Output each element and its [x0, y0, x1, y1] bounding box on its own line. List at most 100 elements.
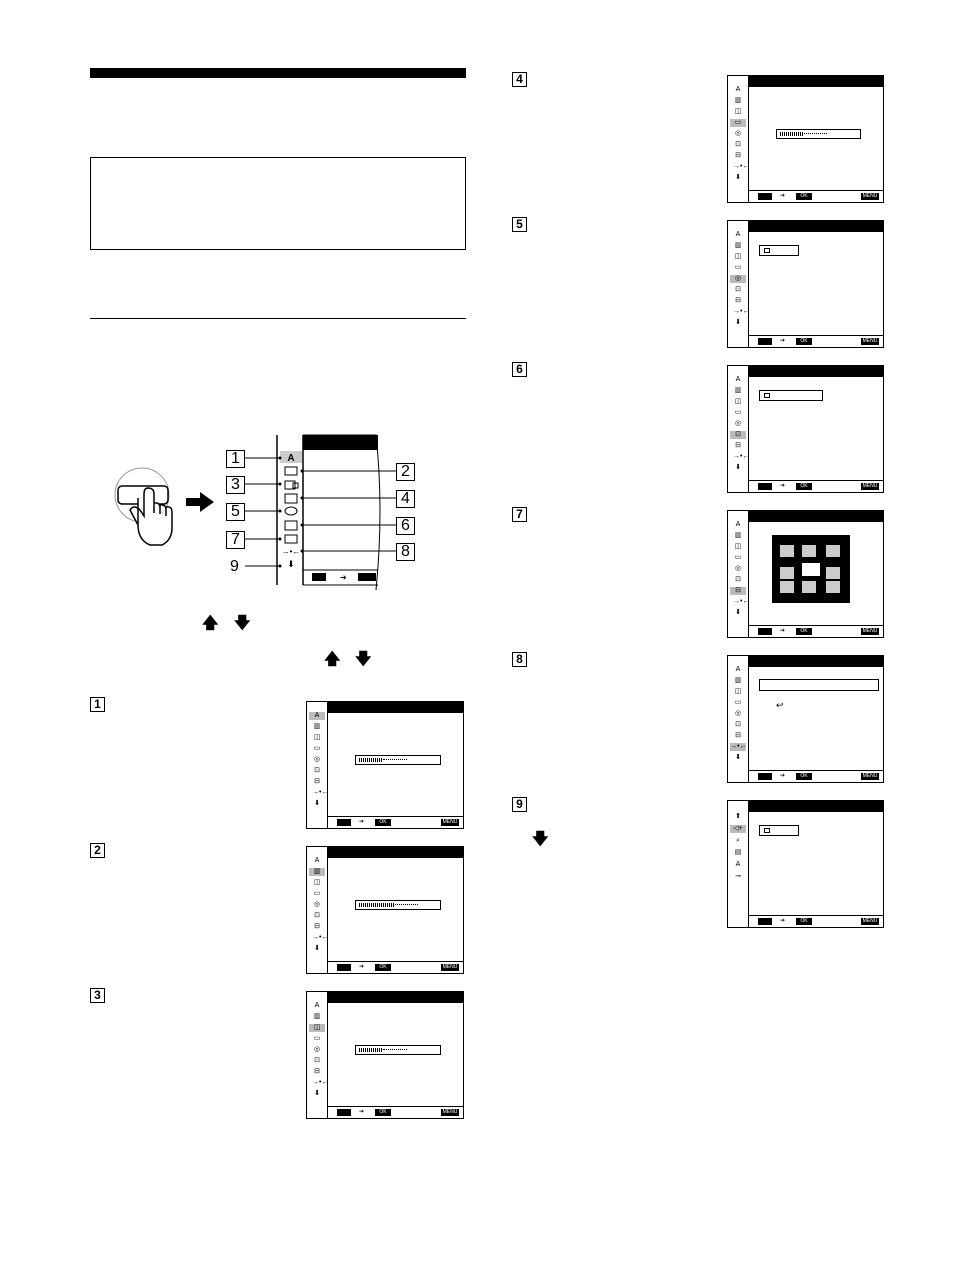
geometry-icon: ◎	[734, 710, 742, 717]
brightness-bars-icon: ▥	[313, 1013, 321, 1020]
input-icon: ⌕	[736, 837, 740, 844]
svg-text:⬇: ⬇	[287, 559, 295, 569]
picture-icon: A	[735, 231, 741, 238]
up-arrow-icon: 🡅	[324, 651, 341, 668]
down-arrow-icon: 🡇	[234, 615, 251, 632]
step-7: 7	[512, 507, 527, 522]
svg-text:➔: ➔	[340, 573, 347, 582]
menu-key: MENU	[861, 918, 879, 925]
arrow-icon: ➔	[780, 193, 786, 199]
lock-icon: ⊸	[735, 873, 741, 880]
reset-icon: →•←	[733, 308, 750, 315]
ok-key: OK	[375, 1109, 391, 1116]
geometry-icon: ◎	[313, 901, 321, 908]
size-icon: ◫	[734, 543, 742, 550]
adjust-level-bar	[776, 128, 861, 139]
menu-key: MENU	[861, 628, 879, 635]
picture-icon: A	[314, 857, 320, 864]
zoom-icon: ⊟	[314, 1068, 320, 1075]
callout-9: 9	[230, 558, 239, 575]
svg-text:→•←: →•←	[282, 547, 301, 556]
zoom-icon: ⊟	[735, 152, 741, 159]
picture-icon: A	[309, 712, 325, 720]
ok-key: OK	[375, 964, 391, 971]
step-4: 4	[512, 72, 527, 87]
arrow-icon: ➔	[359, 819, 365, 825]
nav-keys-icon	[758, 483, 772, 490]
geometry-icon: ◎	[734, 420, 742, 427]
geometry-icon: ◎	[734, 565, 742, 572]
convergence-icon: ⊡	[730, 431, 746, 439]
convergence-icon: ⊡	[735, 286, 741, 293]
arrow-icon: ➔	[359, 964, 365, 970]
arrow-icon: ➔	[780, 483, 786, 489]
callout-8: 8	[396, 543, 415, 561]
arrow-icon: ➔	[359, 1109, 365, 1115]
geometry-icon: ◎	[730, 275, 746, 283]
adjust-level-bar	[355, 754, 441, 765]
step-5: 5	[512, 217, 527, 232]
nav-keys-icon	[337, 1109, 351, 1116]
callout-5: 5	[226, 503, 245, 521]
header-rule	[90, 68, 466, 78]
ok-key: OK	[796, 628, 812, 635]
reset-icon: →•←	[730, 743, 747, 751]
next-page-icon: ⬇	[314, 800, 320, 807]
picture-icon: A	[735, 376, 741, 383]
sound-icon: ◁+	[730, 825, 746, 833]
ok-key: OK	[796, 338, 812, 345]
callout-3: 3	[226, 476, 245, 494]
svg-text:A: A	[287, 453, 294, 464]
zoom-icon: ⊟	[735, 297, 741, 304]
nav-keys-icon	[758, 193, 772, 200]
option-box	[759, 390, 823, 401]
ok-key: OK	[796, 773, 812, 780]
reset-icon: →•←	[312, 934, 329, 941]
geometry-icon: ◎	[313, 1046, 321, 1053]
center-icon: ▭	[734, 409, 742, 416]
next-page-icon: ⬇	[314, 945, 320, 952]
nav-keys-icon	[758, 338, 772, 345]
convergence-icon: ⊡	[314, 767, 320, 774]
picture-icon: A	[735, 86, 741, 93]
callout-7: 7	[226, 531, 245, 549]
step-3: 3	[90, 988, 105, 1003]
ok-key: OK	[796, 193, 812, 200]
next-page-icon: ⬇	[735, 754, 741, 761]
section-rule	[90, 318, 466, 319]
note-box	[90, 157, 466, 250]
brightness-bars-icon: ▥	[734, 677, 742, 684]
step-2: 2	[90, 843, 105, 858]
brightness-bars-icon: ▥	[734, 387, 742, 394]
arrow-icon: ➔	[780, 918, 786, 924]
convergence-icon: ⊡	[735, 576, 741, 583]
option-marker	[764, 248, 770, 253]
brightness-bars-icon: ▥	[734, 532, 742, 539]
adjust-level-bar	[355, 1044, 441, 1055]
info-icon: A	[735, 861, 741, 868]
next-page-icon: ⬇	[735, 174, 741, 181]
menu-key: MENU	[861, 773, 879, 780]
arrow-icon: ➔	[780, 338, 786, 344]
nav-keys-icon	[337, 964, 351, 971]
convergence-icon: ⊡	[314, 912, 320, 919]
center-icon: ▭	[734, 699, 742, 706]
menu-key: MENU	[441, 964, 459, 971]
reset-icon: →•←	[312, 789, 329, 796]
size-icon: ◫	[734, 253, 742, 260]
ok-key: OK	[375, 819, 391, 826]
callout-1: 1	[226, 450, 245, 468]
next-page-icon: ⬇	[314, 1090, 320, 1097]
size-icon: ◫	[313, 879, 321, 886]
convergence-pattern	[772, 535, 850, 603]
size-icon: ◫	[734, 108, 742, 115]
center-icon: ▭	[313, 745, 321, 752]
